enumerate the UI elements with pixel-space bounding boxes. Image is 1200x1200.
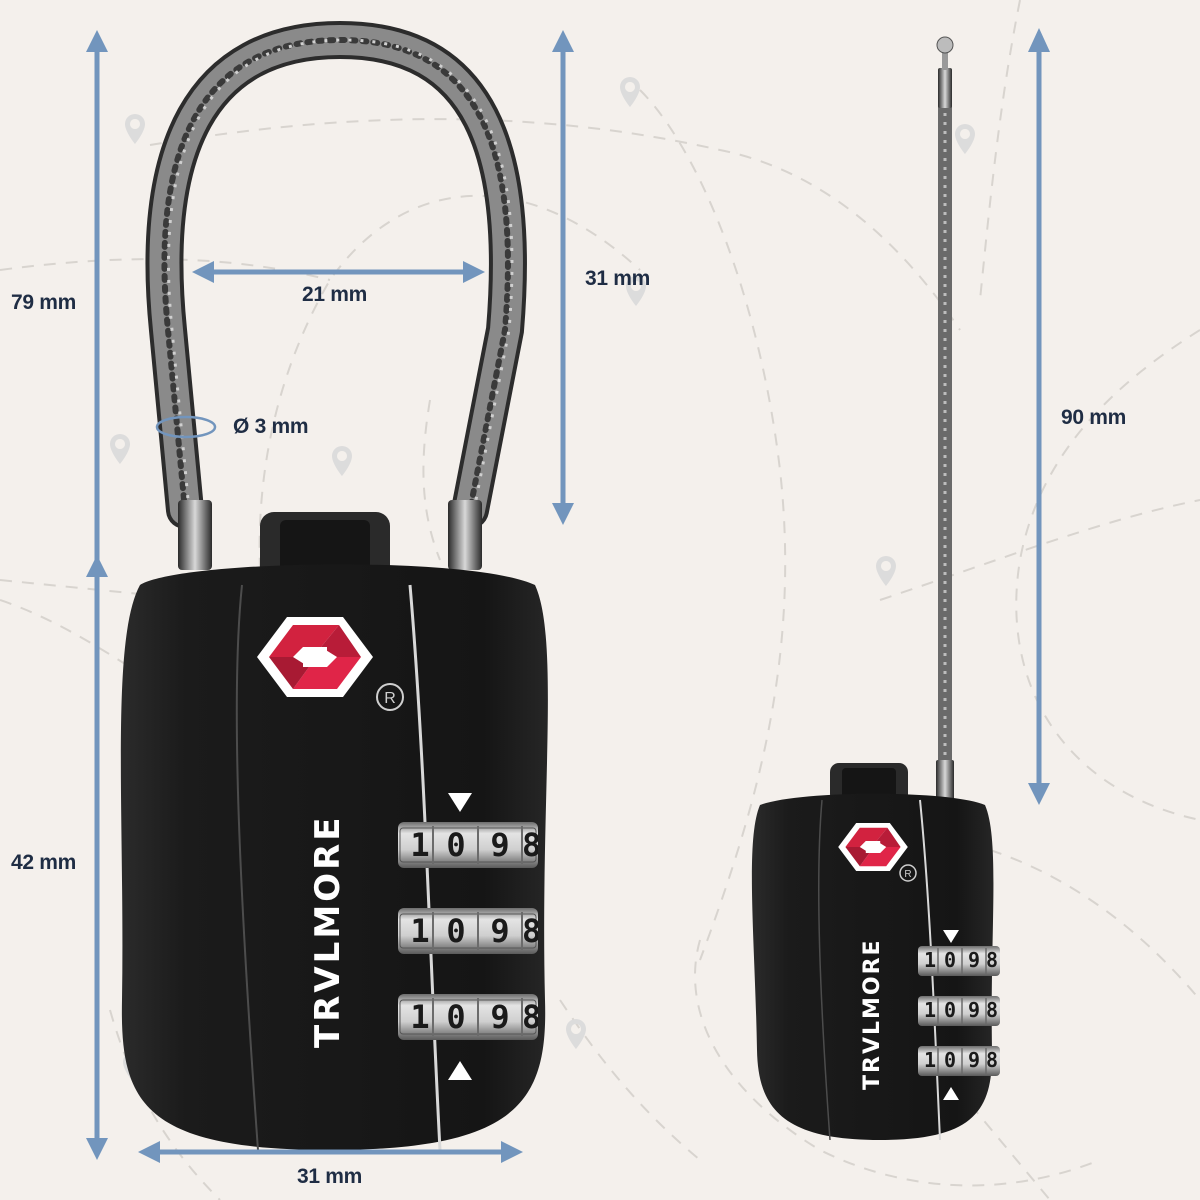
dial-digit: 8 (522, 826, 538, 864)
cable-ferrule-left (178, 500, 212, 570)
small-dial-digits-row-2[interactable]: 1 0 9 8 (922, 998, 1002, 1024)
dial-digit: 0 (446, 912, 466, 950)
map-pin-icon (876, 556, 896, 586)
map-pin-icon (332, 446, 352, 476)
dial-digit: 9 (490, 998, 510, 1036)
dial-digit: 1 (923, 1048, 937, 1072)
arrow-total-height (86, 30, 108, 560)
arrow-shackle-height (552, 30, 574, 525)
dial-digits-row-1[interactable]: 1 0 9 8 (406, 826, 538, 864)
svg-text:R: R (384, 690, 396, 707)
registered-mark-icon (376, 683, 404, 711)
tsa-logo-small-icon (838, 823, 908, 871)
dial-pointer-down-icon (448, 793, 472, 812)
dial-digit: 8 (522, 912, 538, 950)
label-shackle-width: 21 mm (302, 283, 368, 306)
dial-digit: 8 (986, 998, 998, 1022)
label-shackle-height: 31 mm (585, 267, 651, 290)
dial-digit: 1 (410, 912, 430, 950)
svg-text:R: R (904, 869, 911, 880)
dial-digit: 0 (943, 998, 957, 1022)
dial-digit: 1 (923, 948, 937, 972)
map-pin-icon (626, 276, 646, 306)
cable-end-ball (936, 36, 954, 54)
label-cable-diameter: Ø 3 mm (233, 415, 309, 438)
arrow-cable-length (1028, 28, 1050, 805)
cable-ferrule-right (448, 500, 482, 570)
dial-digit: 8 (986, 948, 998, 972)
arrow-body-height (86, 555, 108, 1160)
dial-digits-row-2[interactable]: 1 0 9 8 (406, 912, 538, 950)
dial-digit: 9 (967, 998, 981, 1022)
map-pin-icon (620, 77, 640, 107)
arrow-shackle-width (192, 261, 485, 283)
dial-pointer-up-icon (448, 1061, 472, 1080)
label-body-width: 31 mm (297, 1165, 363, 1188)
map-pin-icon (955, 124, 975, 154)
dial-digit: 8 (522, 998, 538, 1036)
small-dial-digits-row-1[interactable]: 1 0 9 8 (922, 948, 1002, 974)
arrow-body-width (138, 1141, 523, 1163)
dial-digit: 1 (410, 998, 430, 1036)
dial-digit: 1 (923, 998, 937, 1022)
dial-digit: 0 (446, 998, 466, 1036)
dial-digit: 9 (490, 826, 510, 864)
label-body-height: 42 mm (11, 851, 77, 874)
dial-digit: 0 (943, 1048, 957, 1072)
map-pin-icon (110, 434, 130, 464)
cable-end-tip (938, 68, 952, 108)
dial-digit: 1 (410, 826, 430, 864)
map-pin-icon (125, 114, 145, 144)
small-dial-digits-row-3[interactable]: 1 0 9 8 (922, 1048, 1002, 1074)
tsa-logo-icon (257, 617, 373, 697)
dial-digit: 9 (490, 912, 510, 950)
dial-digits-row-3[interactable]: 1 0 9 8 (406, 998, 538, 1036)
dial-digit: 0 (446, 826, 466, 864)
dial-digit: 9 (967, 1048, 981, 1072)
dial-digit: 8 (986, 1048, 998, 1072)
cable-diameter-indicator (155, 415, 217, 439)
dial-digit: 0 (943, 948, 957, 972)
dial-digit: 9 (967, 948, 981, 972)
label-cable-length: 90 mm (1061, 406, 1127, 429)
map-pin-icon (566, 1019, 586, 1049)
label-total-height: 79 mm (11, 291, 77, 314)
